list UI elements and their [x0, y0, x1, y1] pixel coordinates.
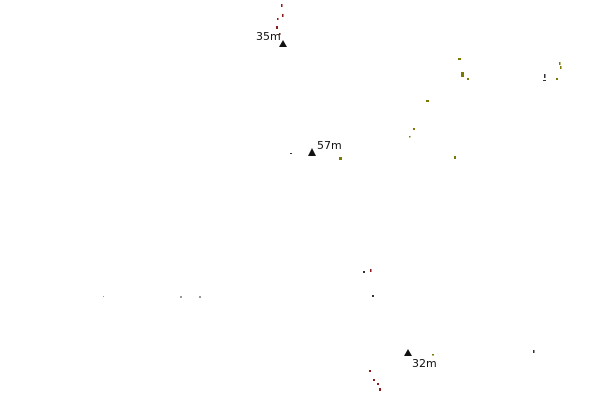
map-fragment	[379, 388, 381, 391]
map-fragment	[339, 157, 342, 160]
map-fragment	[282, 14, 284, 17]
map-fragment	[467, 78, 469, 80]
map-fragment	[533, 350, 535, 353]
map-fragment	[276, 26, 278, 29]
map-fragment	[454, 156, 456, 159]
map-fragment	[458, 58, 461, 60]
map-fragment	[372, 295, 374, 297]
map-fragment	[180, 296, 182, 298]
map-fragment	[432, 354, 434, 356]
map-fragment	[560, 66, 562, 69]
map-fragment	[543, 80, 546, 81]
peak-label-57m: 57m	[317, 139, 342, 152]
map-fragment	[290, 153, 292, 154]
peak-label-32m: 32m	[412, 357, 437, 370]
map-fragment	[277, 18, 279, 20]
map-fragment	[281, 4, 283, 7]
map-fragment	[461, 72, 464, 77]
map-fragment	[369, 370, 371, 372]
map-fragment	[413, 128, 415, 130]
map-fragment	[544, 74, 546, 78]
peak-label-35m: 35m	[256, 30, 281, 43]
map-fragment	[279, 33, 281, 35]
peak-marker-35m	[279, 40, 287, 47]
map-fragment	[363, 271, 365, 273]
map-fragment	[559, 62, 561, 65]
peak-marker-32m	[404, 349, 412, 356]
map-fragment	[373, 379, 375, 381]
map-fragment	[556, 78, 558, 80]
map-fragment	[199, 296, 201, 298]
peak-marker-57m	[308, 148, 316, 156]
map-fragment	[426, 100, 429, 102]
map-fragment	[103, 296, 104, 297]
map-fragment	[409, 136, 411, 138]
map-fragment	[377, 383, 379, 385]
map-fragment	[370, 269, 372, 272]
